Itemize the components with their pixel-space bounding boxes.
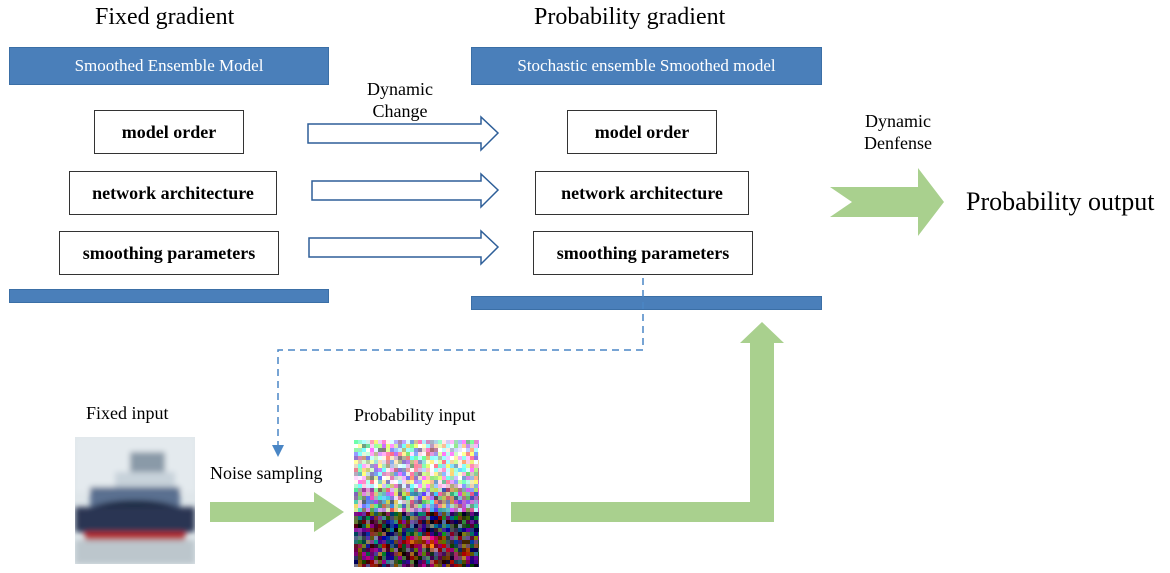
outline-arrow-network-architecture [311, 172, 500, 209]
right-model-order-box: model order [567, 110, 717, 154]
outline-arrow-smoothing-parameters [308, 229, 500, 266]
dynamic-defense-label: Dynamic Denfense [848, 110, 948, 154]
probability-gradient-heading: Probability gradient [534, 4, 726, 30]
fixed-input-label: Fixed input [86, 403, 169, 423]
smoothed-ensemble-model-bar: Smoothed Ensemble Model [9, 47, 329, 85]
dynamic-change-line-2: Change [372, 101, 428, 121]
right-network-architecture-box: network architecture [535, 171, 749, 215]
dynamic-change-label: Dynamic Change [355, 78, 445, 122]
right-smoothing-parameters-box: smoothing parameters [533, 231, 753, 275]
left-network-architecture-box: network architecture [69, 171, 277, 215]
stochastic-ensemble-model-bar: Stochastic ensemble Smoothed model [471, 47, 822, 85]
outline-arrow-model-order [307, 115, 500, 152]
right-bottom-bar [471, 296, 822, 310]
fixed-gradient-heading: Fixed gradient [95, 4, 235, 30]
noise-sampling-label: Noise sampling [210, 463, 323, 483]
dynamic-defense-line-1: Dynamic [865, 111, 931, 131]
noisy-boat-image [354, 440, 479, 567]
dynamic-change-line-1: Dynamic [367, 79, 433, 99]
probability-input-to-model-arrow [511, 322, 784, 522]
noise-sampling-arrow [210, 492, 344, 532]
boat-image [75, 437, 195, 564]
probability-input-image [354, 440, 479, 567]
fixed-input-image [75, 437, 195, 564]
left-bottom-bar [9, 289, 329, 303]
dashed-connector-arrowhead [272, 445, 284, 457]
dynamic-defense-line-2: Denfense [864, 133, 932, 153]
left-model-order-box: model order [94, 110, 244, 154]
dynamic-defense-arrow [830, 168, 944, 236]
probability-output-label: Probability output [966, 187, 1155, 216]
dashed-connector [277, 278, 644, 447]
left-smoothing-parameters-box: smoothing parameters [59, 231, 279, 275]
probability-input-label: Probability input [354, 405, 476, 425]
